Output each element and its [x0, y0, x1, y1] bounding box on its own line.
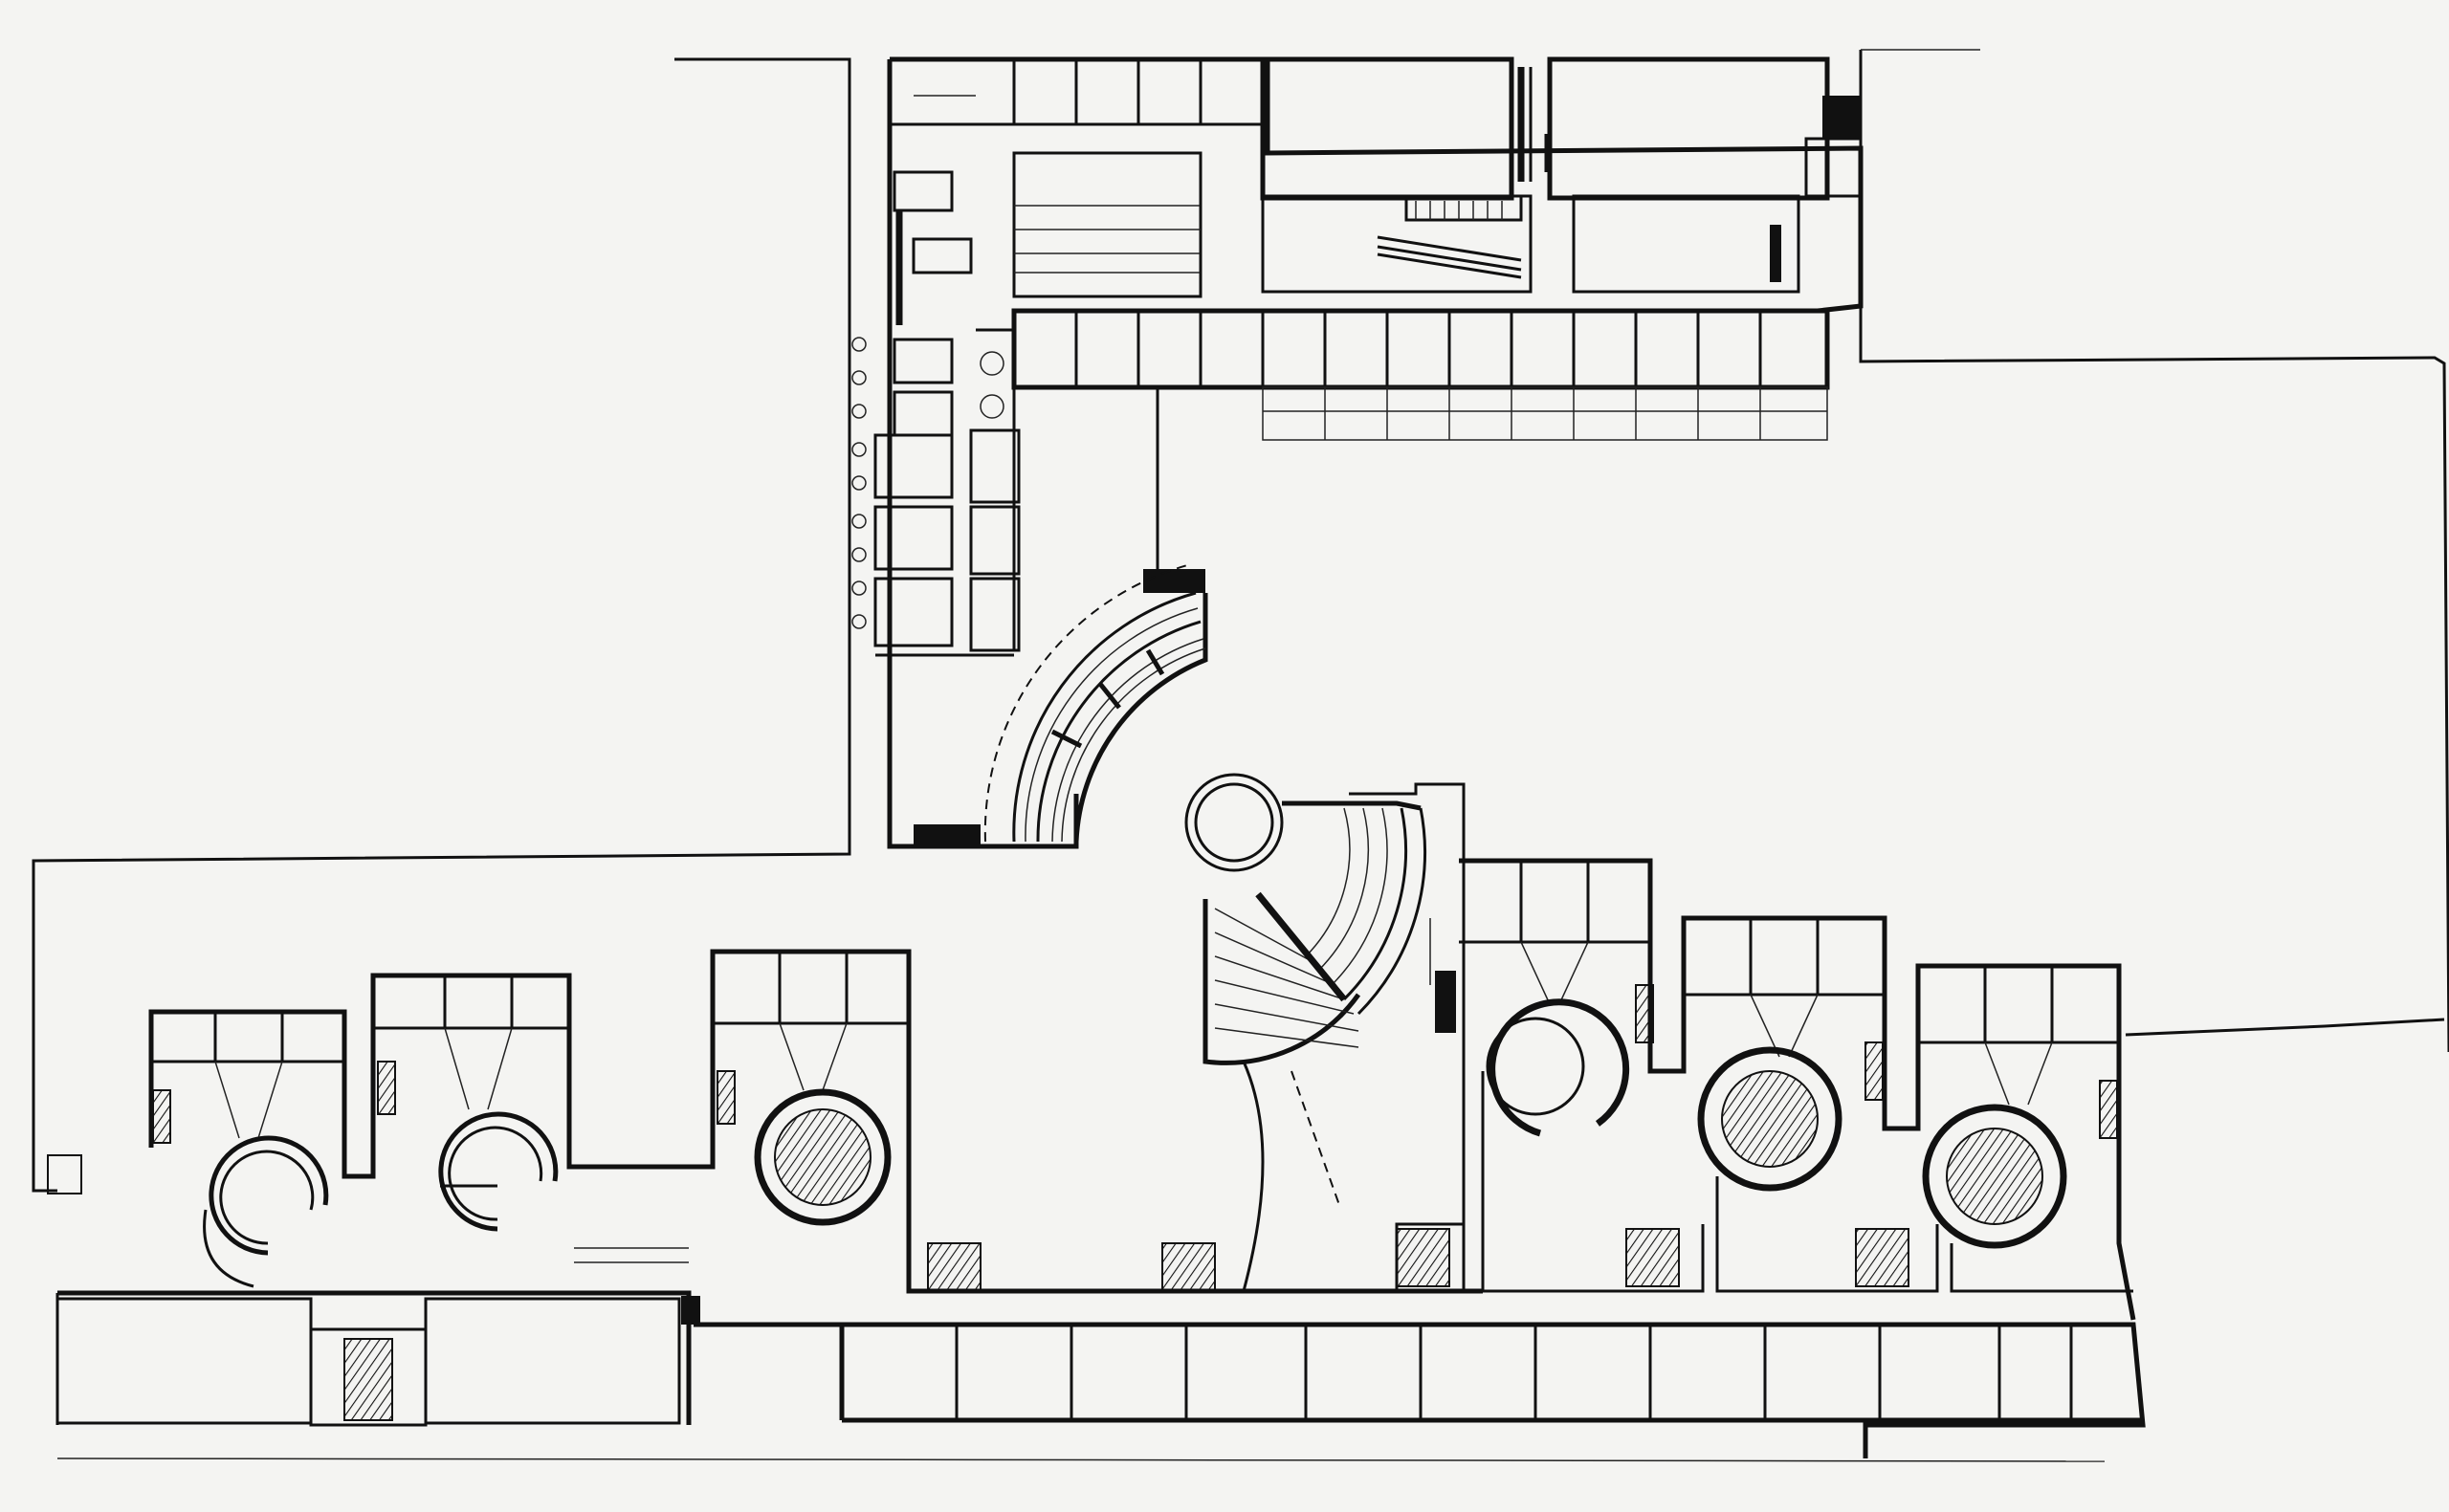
north-wing: [851, 56, 1864, 849]
central-auditorium: [1184, 773, 1466, 1293]
west-pavilions: [55, 949, 912, 1427]
north-auditorium: [914, 563, 1208, 845]
east-pavilions: [927, 858, 2136, 1321]
site-boundary: [32, 49, 2449, 1462]
south-classroom-bar: [694, 1258, 2146, 1458]
